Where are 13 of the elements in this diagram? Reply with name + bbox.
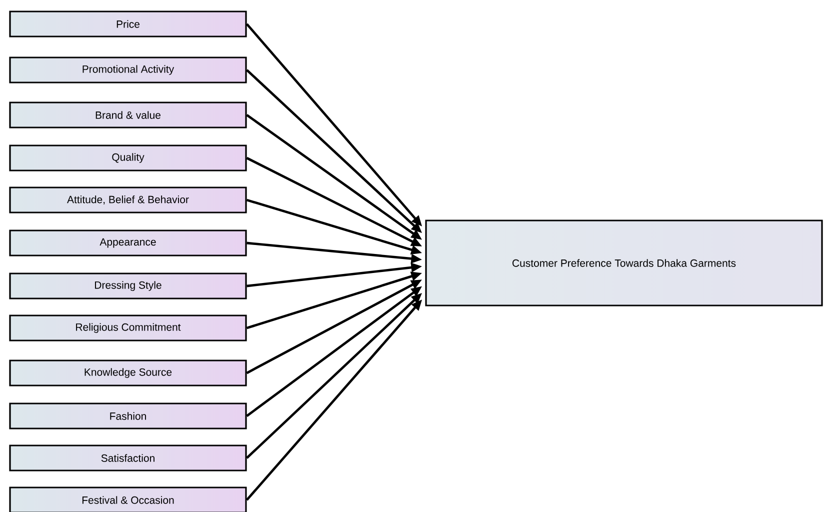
- factor-box: Promotional Activity: [9, 56, 247, 84]
- factor-box: Brand & value: [9, 102, 247, 128]
- factor-box: Price: [9, 10, 247, 38]
- factor-box: Fashion: [9, 402, 247, 430]
- factor-box: Knowledge Source: [9, 360, 247, 386]
- factor-box: Festival & Occasion: [9, 486, 247, 512]
- factor-box: Appearance: [9, 230, 247, 256]
- factor-box: Attitude, Belief & Behavior: [9, 186, 247, 214]
- factor-box: Satisfaction: [9, 444, 247, 472]
- factor-box: Quality: [9, 144, 247, 172]
- factor-box: Religious Commitment: [9, 314, 247, 342]
- outcome-box: Customer Preference Towards Dhaka Garments: [425, 220, 823, 306]
- factor-box: Dressing Style: [9, 272, 247, 300]
